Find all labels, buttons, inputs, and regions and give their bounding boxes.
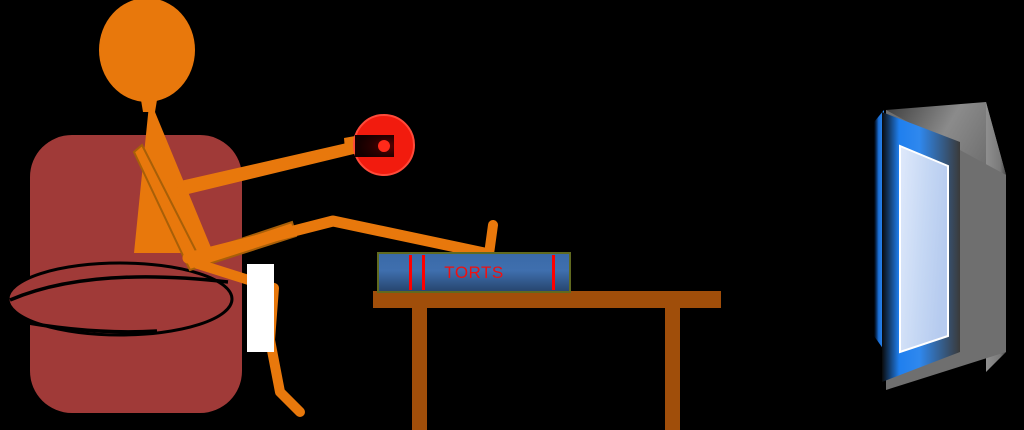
paper-sheet <box>247 264 274 352</box>
table-leg-left <box>412 307 427 430</box>
person-foot-upper <box>484 220 498 259</box>
remote-circle-rim <box>353 114 415 176</box>
television <box>874 102 1006 390</box>
coffee-table <box>373 291 721 430</box>
book-stripe-2 <box>422 255 425 290</box>
remote-led-dot <box>378 140 390 152</box>
table-top <box>373 291 721 308</box>
armchair-seam-bottom <box>11 318 158 334</box>
book-stripe-1 <box>409 255 412 290</box>
book-title-text: TORTS <box>444 263 504 282</box>
book-stripe-3 <box>552 255 555 290</box>
person-torso-fill <box>140 100 212 250</box>
remote-control-signal <box>353 114 415 176</box>
person-leg-upper <box>182 215 495 264</box>
table-leg-right <box>665 307 680 430</box>
person-arm <box>176 140 362 196</box>
law-textbook: TORTS <box>377 252 571 293</box>
person-neck <box>140 94 158 112</box>
tv-screen <box>899 144 949 354</box>
tv-left-glow <box>874 110 884 350</box>
armchair-seam-top <box>9 275 229 302</box>
armchair-armrest <box>6 261 234 337</box>
person-head <box>99 0 195 102</box>
